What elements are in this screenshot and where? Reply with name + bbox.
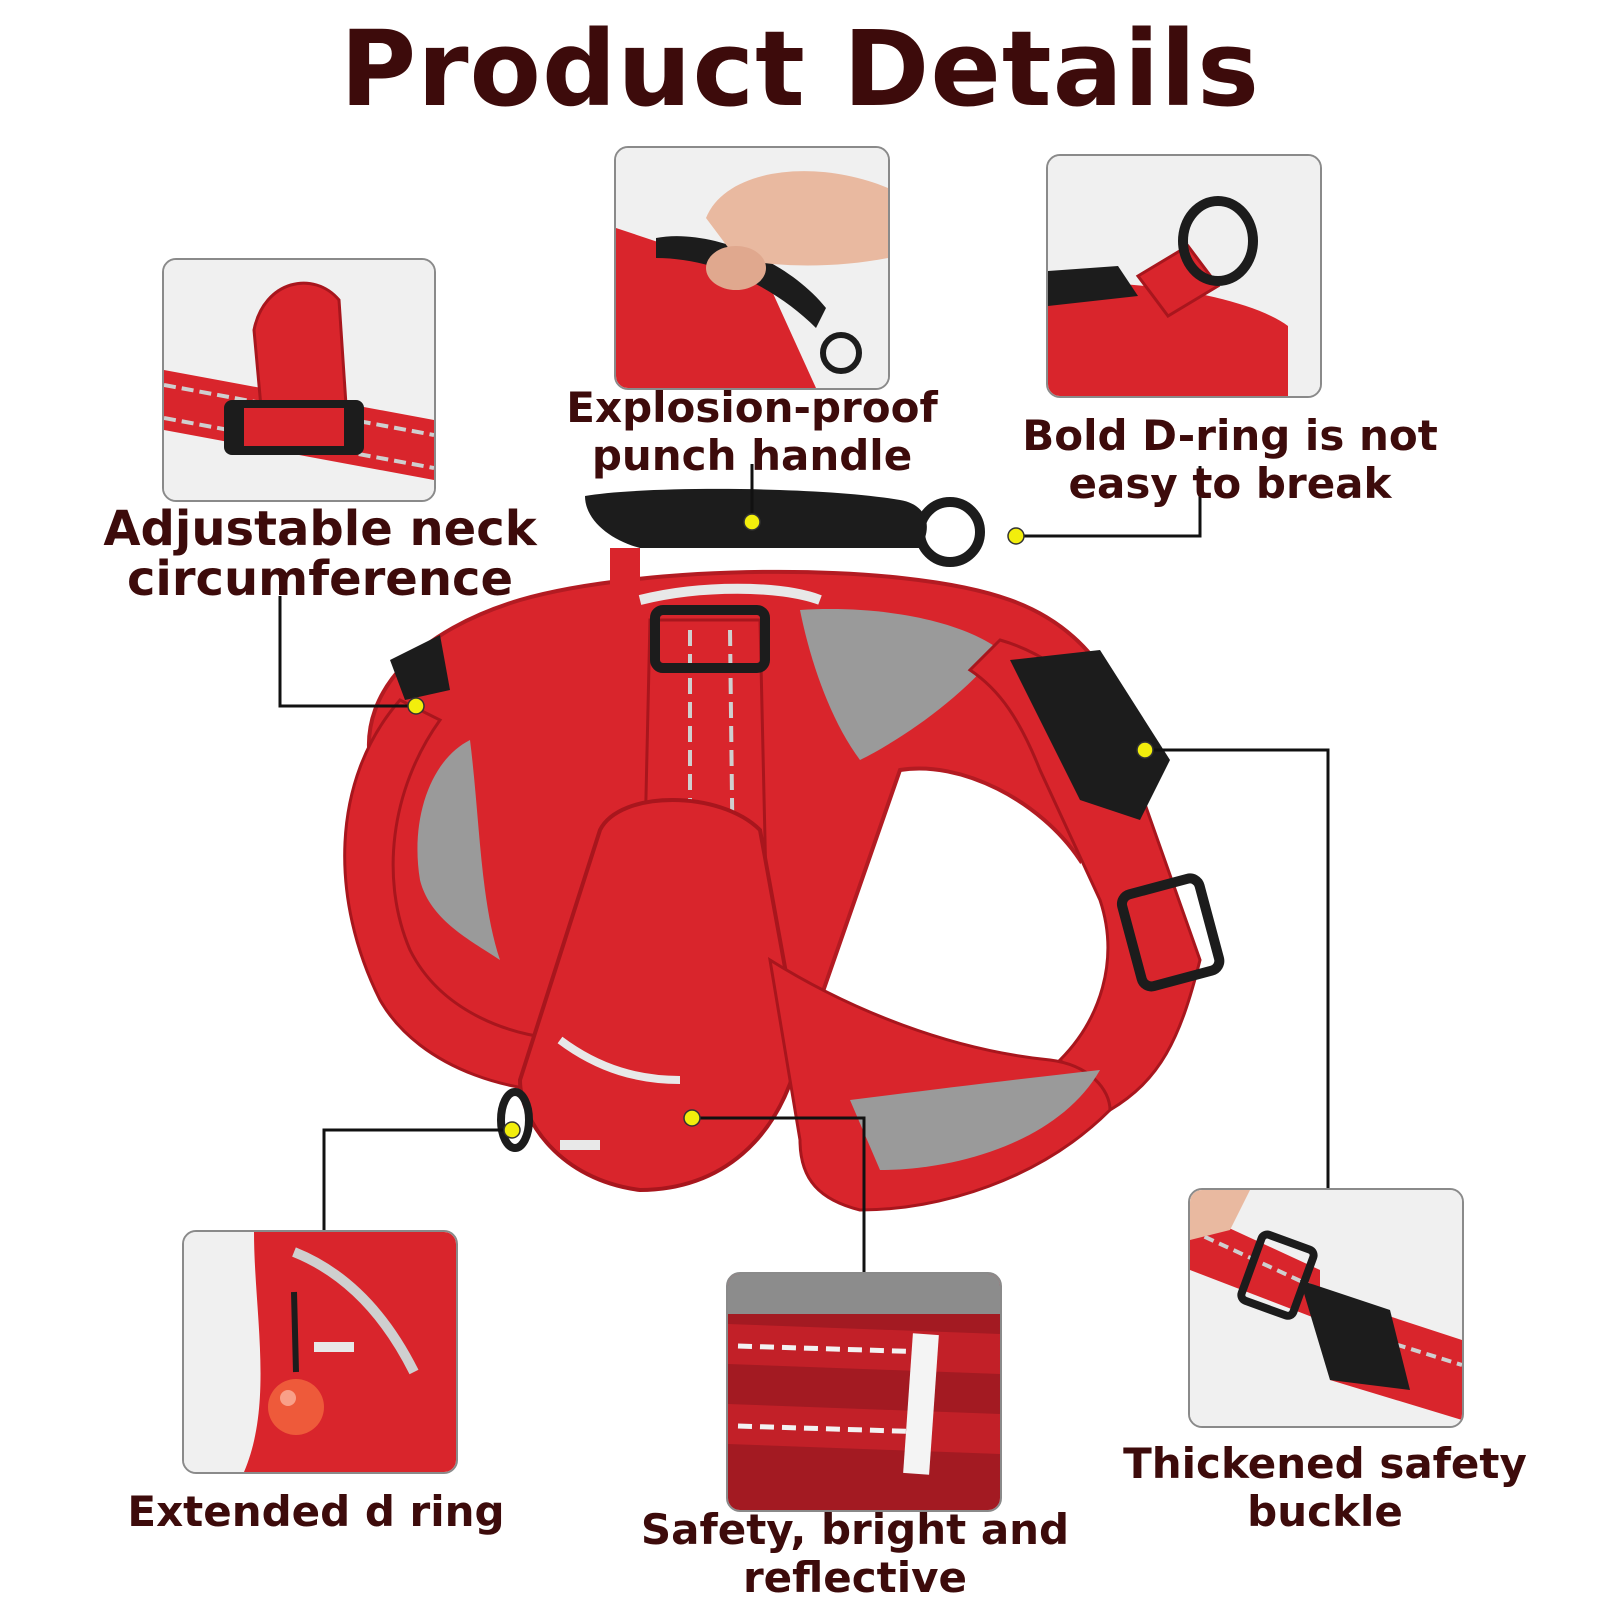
harness-belly-strap xyxy=(767,956,1112,1212)
page-title: Product Details xyxy=(340,8,1260,130)
caption-reflective: Safety, bright and reflective xyxy=(620,1506,1090,1602)
caption-reflective-line1: Safety, bright and xyxy=(640,1505,1070,1554)
side-buckle-icon xyxy=(1010,650,1170,820)
caption-neck-line1: Adjustable neck xyxy=(103,501,537,557)
caption-dring-line2: easy to break xyxy=(1068,459,1392,508)
side-slider-icon xyxy=(1116,873,1225,992)
photo-reflective xyxy=(726,1272,1002,1512)
photo-extended-d-ring xyxy=(182,1230,458,1474)
extended-d-ring-icon xyxy=(497,1088,533,1152)
d-ring-icon xyxy=(915,497,985,567)
caption-extended: Extended d ring xyxy=(106,1488,526,1536)
caption-dring-line1: Bold D-ring is not xyxy=(1022,411,1438,460)
photo-handle xyxy=(614,146,890,390)
callout-dot-handle xyxy=(743,513,761,531)
caption-reflective-line2: reflective xyxy=(742,1553,968,1602)
callout-dot-reflective xyxy=(683,1109,701,1127)
callout-dot-extended xyxy=(503,1121,521,1139)
caption-neck: Adjustable neck circumference xyxy=(40,504,600,604)
caption-dring: Bold D-ring is not easy to break xyxy=(1010,412,1450,508)
photo-d-ring xyxy=(1046,154,1322,398)
callout-dot-dring xyxy=(1007,527,1025,545)
caption-buckle-line1: Thickened safety xyxy=(1123,1439,1527,1488)
neck-slider-icon xyxy=(650,605,770,673)
caption-handle-line2: punch handle xyxy=(591,431,913,480)
caption-neck-line2: circumference xyxy=(126,551,514,607)
photo-buckle xyxy=(1188,1188,1464,1428)
caption-handle-line1: Explosion-proof xyxy=(566,383,938,432)
photo-neck-adjuster xyxy=(162,258,436,502)
callout-dot-buckle xyxy=(1136,741,1154,759)
caption-handle: Explosion-proof punch handle xyxy=(536,384,968,480)
caption-extended-line1: Extended d ring xyxy=(127,1487,505,1536)
caption-buckle: Thickened safety buckle xyxy=(1090,1440,1560,1536)
caption-buckle-line2: buckle xyxy=(1247,1487,1403,1536)
harness-chest-pad xyxy=(517,798,803,1193)
harness-mesh-lining xyxy=(417,740,500,960)
callout-dot-neck xyxy=(407,697,425,715)
